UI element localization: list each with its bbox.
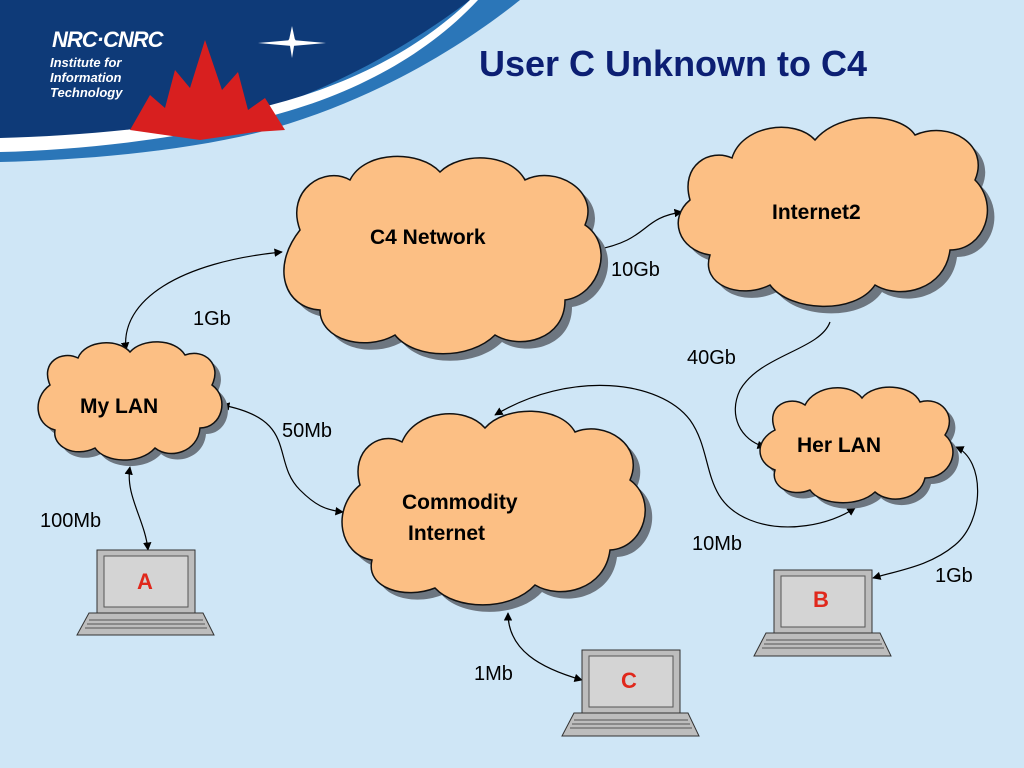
link-b-herlan bbox=[872, 446, 979, 580]
cloud-label-commodity-2: Internet bbox=[408, 522, 485, 545]
link-commodity-herlan bbox=[494, 384, 856, 528]
laptop-icon bbox=[753, 569, 892, 657]
computer-label-c: C bbox=[621, 668, 637, 693]
link-label-c-commodity: 1Mb bbox=[474, 663, 513, 685]
cloud-commodity-internet bbox=[341, 410, 653, 612]
cloud-her-lan bbox=[759, 386, 959, 509]
computer-c: C bbox=[561, 649, 700, 737]
link-label-mylan-c4: 1Gb bbox=[193, 308, 231, 330]
cloud-my-lan bbox=[37, 341, 228, 467]
sparkle-icon bbox=[258, 26, 326, 58]
computer-label-a: A bbox=[137, 569, 153, 594]
connections bbox=[120, 208, 979, 682]
header-banner bbox=[0, 0, 520, 162]
institute-line-3: Technology bbox=[50, 85, 123, 100]
link-label-commodity-herlan: 10Mb bbox=[692, 533, 742, 555]
cloud-c4-network bbox=[283, 155, 609, 361]
laptop-icon bbox=[561, 649, 700, 737]
computer-label-b: B bbox=[813, 587, 829, 612]
link-label-b-herlan: 1Gb bbox=[935, 565, 973, 587]
link-c4-internet2 bbox=[594, 208, 683, 253]
slide-title: User C Unknown to C4 bbox=[479, 43, 867, 84]
cloud-label-c4: C4 Network bbox=[370, 226, 486, 249]
cloud-label-her-lan: Her LAN bbox=[797, 434, 881, 457]
cloud-internet2 bbox=[677, 116, 995, 314]
link-a-mylan bbox=[124, 466, 152, 551]
maple-leaf-icon bbox=[130, 40, 285, 140]
computer-a: A bbox=[76, 549, 215, 636]
link-label-mylan-commodity: 50Mb bbox=[282, 420, 332, 442]
link-label-internet2-herlan: 40Gb bbox=[687, 347, 736, 369]
cloud-label-commodity-1: Commodity bbox=[402, 491, 518, 514]
link-c-commodity bbox=[503, 612, 583, 682]
link-label-a-mylan: 100Mb bbox=[40, 510, 101, 532]
link-mylan-c4 bbox=[120, 248, 283, 351]
link-mylan-commodity bbox=[221, 402, 344, 516]
cloud-label-internet2: Internet2 bbox=[772, 201, 861, 224]
computer-b: B bbox=[753, 569, 892, 657]
brand-logo: NRC·CNRC bbox=[52, 27, 165, 52]
laptop-icon bbox=[76, 549, 215, 636]
institute-line-2: Information bbox=[50, 70, 122, 85]
cloud-label-my-lan: My LAN bbox=[80, 395, 158, 418]
link-label-c4-internet2: 10Gb bbox=[611, 259, 660, 281]
institute-line-1: Institute for bbox=[50, 55, 122, 70]
